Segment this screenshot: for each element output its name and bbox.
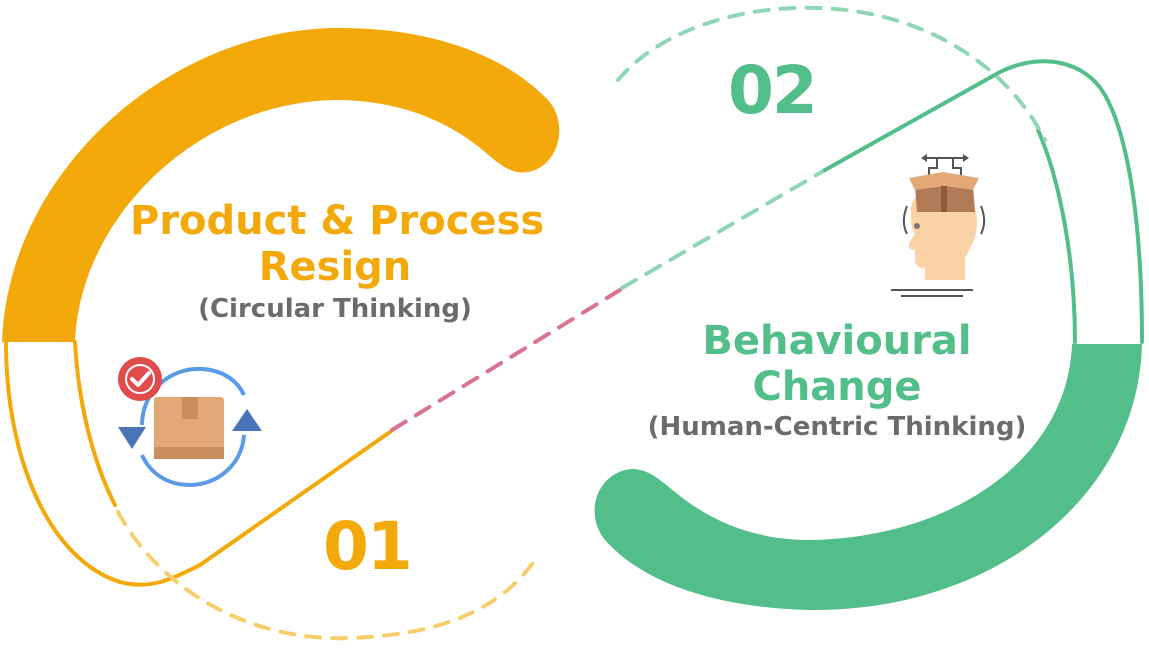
step-2-title-line-1: Behavioural [702,318,972,364]
step-1-title-line-2: Resign [258,244,412,290]
refresh-arc-icon [140,366,246,426]
step-1-title-line-1: Product & Process [130,198,545,244]
arrow-left-icon [921,154,927,162]
check-icon [130,371,151,387]
arrow-up-icon [232,409,262,431]
box-icon [154,397,224,459]
step-2-number: 02 [728,52,818,129]
step-2-text: Behavioural Change (Human-Centric Thinki… [612,318,1062,442]
box-flap-left [909,172,945,190]
box-tape [182,397,198,419]
pink-dashed-crossing [390,288,622,432]
step-1-subtitle: (Circular Thinking) [198,294,472,324]
step-1-text: Product & Process Resign (Circular Think… [130,198,545,324]
arrow-branch-right [952,158,962,176]
arrow-right-icon [963,154,969,162]
step-1-number: 01 [323,508,413,585]
orange-thick-arc-shape [2,27,560,343]
arrow-branch-left [928,158,938,176]
step-2-title-line-2: Change [752,364,922,410]
orange-dashed-arc [116,510,537,641]
check-badge-icon [118,357,162,401]
step-2-subtitle: (Human-Centric Thinking) [647,412,1027,442]
green-thin-inner [1036,128,1077,344]
box-flap-right [943,172,979,190]
box-base [154,447,224,459]
green-thick-arc-shape [594,344,1142,611]
green-dashed-arc [616,5,1047,142]
eye-icon [914,223,920,229]
arrow-down-icon [118,427,146,449]
badge-ring [125,364,155,394]
hair-right [980,205,985,235]
green-thin-diagonal [823,59,1144,344]
refresh-arc-lower-icon [140,434,246,488]
circular-box-icon [118,357,262,488]
box-seam [941,186,947,212]
hair-left [903,205,908,235]
thinking-head-icon [891,154,985,297]
green-dashed-crossing [620,168,827,290]
orange-thin-inner [73,340,117,507]
